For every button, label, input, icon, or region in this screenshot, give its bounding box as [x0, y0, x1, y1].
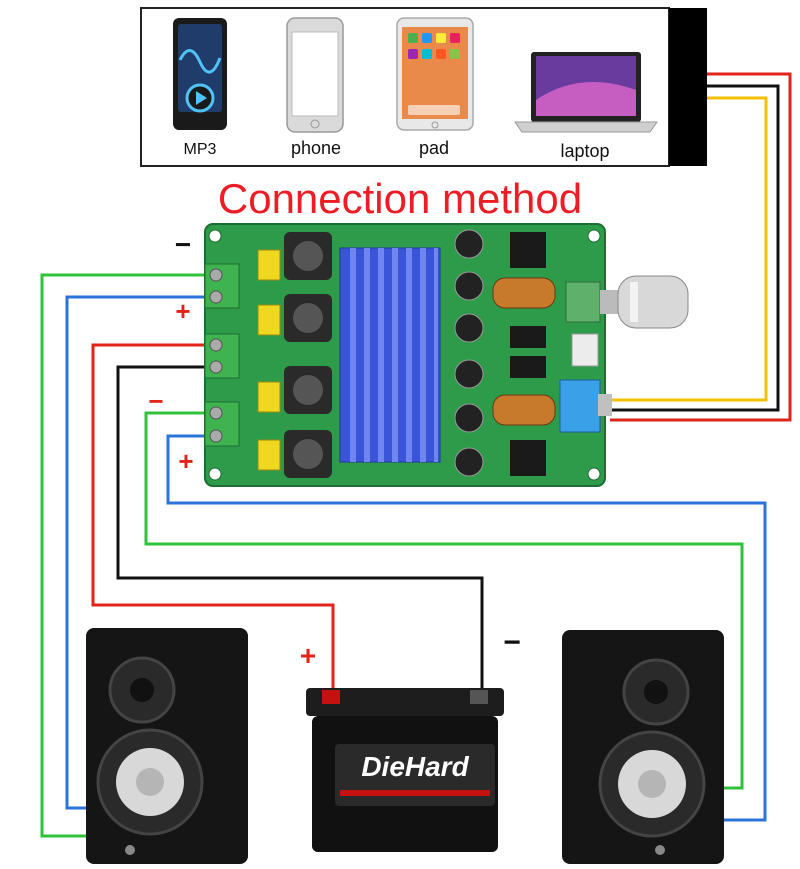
right-speaker-terminal	[204, 401, 240, 447]
left-speaker-blue-wire	[65, 295, 215, 810]
battery-brand-logo: DieHard	[361, 751, 469, 782]
power-red-wire	[91, 343, 335, 690]
left-speaker-minus-sign: −	[175, 229, 191, 260]
right-speaker-blue-wire	[166, 434, 767, 822]
mp3-player-icon	[173, 18, 227, 130]
laptop-label: laptop	[560, 141, 609, 161]
laptop-icon	[514, 52, 658, 133]
input-black-wire	[610, 84, 780, 412]
input-red-wire	[610, 72, 792, 422]
wires	[40, 72, 792, 838]
power-terminal	[204, 333, 240, 379]
audio-input-jack	[559, 379, 612, 433]
left-speaker	[86, 628, 248, 864]
mp3-label: MP3	[184, 141, 217, 158]
left-speaker-plus-sign: +	[175, 296, 190, 326]
car-battery: DieHard	[306, 688, 504, 852]
left-speaker-green-wire	[40, 273, 215, 838]
volume-knob	[565, 275, 689, 329]
battery-minus-sign: −	[503, 626, 521, 659]
amplifier-board	[204, 223, 689, 487]
right-speaker-green-wire	[144, 411, 744, 790]
source-devices-panel: MP3 phone pad	[140, 7, 707, 167]
diagram-title: Connection method	[218, 175, 582, 222]
left-speaker-terminal	[204, 263, 240, 309]
phone-label: phone	[291, 138, 341, 158]
battery-plus-sign: +	[300, 640, 316, 671]
right-speaker-plus-sign: +	[178, 446, 193, 476]
right-speaker	[562, 630, 724, 864]
input-yellow-wire	[610, 96, 768, 402]
right-speaker-minus-sign: −	[148, 386, 163, 416]
phone-icon	[286, 17, 344, 133]
power-black-wire	[116, 365, 484, 690]
heatsink	[339, 247, 441, 463]
pad-icon	[396, 17, 474, 131]
pad-label: pad	[419, 138, 449, 158]
